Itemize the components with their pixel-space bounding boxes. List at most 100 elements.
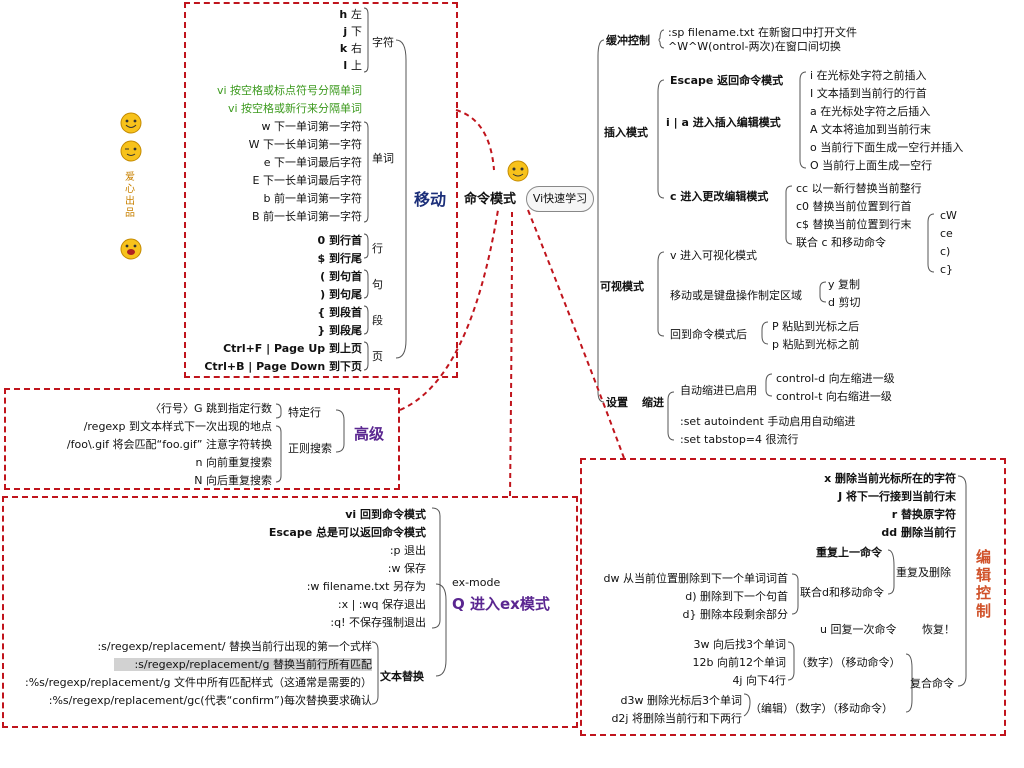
label-char: 字符 xyxy=(372,36,394,49)
insert-a: a 在光标处字符之后插入 xyxy=(810,105,931,118)
edit-dd: dd 删除当前行 xyxy=(881,526,956,539)
edit-J: J 将下一行接到当前行末 xyxy=(838,490,956,503)
combo-c-brace: c} xyxy=(940,263,954,276)
move-B: B 前一长单词第一字符 xyxy=(251,210,362,223)
advanced-title: 高级 xyxy=(354,425,385,443)
move-e: e 下一单词最后字符 xyxy=(263,156,362,169)
move-para-start: { 到段首 xyxy=(317,306,362,319)
settings-ctrl-t: control-t 向右缩进一级 xyxy=(776,390,892,403)
ex-mode-label: ex-mode xyxy=(452,576,501,589)
move-sentence-start: ( 到句首 xyxy=(320,270,362,283)
ex-title: Q 进入ex模式 xyxy=(452,595,550,613)
insert-escape: Escape 返回命令模式 xyxy=(670,74,784,87)
insert-c-combine: 联合 c 和移动命令 xyxy=(796,236,887,249)
insert-c-dollar: c$ 替换当前位置到行末 xyxy=(796,218,912,231)
combo-ce: ce xyxy=(940,227,953,240)
label-word: 单词 xyxy=(372,152,394,165)
edit-dw: dw 从当前位置删除到下一个单词词首 xyxy=(603,572,788,585)
label-regex: 正则搜索 xyxy=(288,442,332,455)
label-para: 段 xyxy=(372,314,383,327)
wink-emoji-icon xyxy=(120,140,142,162)
buffer-switch: ^W^W(ontrol-两次)在窗口间切换 xyxy=(668,40,841,53)
move-W: W 下一长单词第一字符 xyxy=(248,138,362,151)
center-title: 命令模式 xyxy=(464,192,517,207)
move-b: b 前一单词第一字符 xyxy=(263,192,362,205)
edit-combine-d: 联合d和移动命令 xyxy=(800,586,884,599)
edit-box xyxy=(580,458,1006,736)
ex-box xyxy=(2,496,578,728)
move-word-sep-2: vi 按空格或新行来分隔单词 xyxy=(227,102,362,115)
label-page: 页 xyxy=(372,350,383,363)
edit-title: 编辑控制 xyxy=(976,548,992,620)
edit-d-brace: d} 删除本段剩余部分 xyxy=(682,608,788,621)
label-line: 行 xyxy=(372,242,383,255)
move-page-up: Ctrl+F | Page Up 到上页 xyxy=(223,342,362,355)
visual-back: 回到命令模式后 xyxy=(670,328,747,341)
move-E: E 下一长单词最后字符 xyxy=(252,174,362,187)
settings-tabstop: :set tabstop=4 很流行 xyxy=(680,433,799,446)
insert-cc: cc 以一新行替换当前整行 xyxy=(796,182,922,195)
ex-p-quit: :p 退出 xyxy=(389,544,426,557)
move-h: h 左 xyxy=(339,8,362,21)
settings-ctrl-d: control-d 向左缩进一级 xyxy=(776,372,895,385)
visual-p: p 粘贴到光标之前 xyxy=(772,338,860,351)
visual-P: P 粘贴到光标之后 xyxy=(772,320,860,333)
adv-goto-line: 〈行号〉G 跳到指定行数 xyxy=(149,402,272,415)
ex-x-wq: :x | :wq 保存退出 xyxy=(337,598,426,611)
ex-w-saveas: :w filename.txt 另存为 xyxy=(306,580,426,593)
move-sentence-end: ) 到句尾 xyxy=(320,288,362,301)
edit-d2j: d2j 将删除当前行和下两行 xyxy=(611,712,742,725)
edit-combo: 复合命令 xyxy=(910,677,954,690)
ex-escape: Escape 总是可以返回命令模式 xyxy=(268,526,426,539)
center-emoji-icon xyxy=(507,160,529,182)
edit-4j: 4j 向下4行 xyxy=(732,674,786,687)
edit-repeat: 重复上一命令 xyxy=(816,546,882,559)
combo-c-paren: c) xyxy=(940,245,951,258)
buffer-sp: :sp filename.txt 在新窗口中打开文件 xyxy=(668,26,857,39)
adv-escape-note: /foo\.gif 将会匹配“foo.gif” 注意字符转换 xyxy=(66,438,272,451)
ex-replace-3: :%s/regexp/replacement/g 文件中所有匹配样式（这通常是需… xyxy=(25,676,372,689)
insert-ia: i | a 进入插入编辑模式 xyxy=(666,116,781,129)
adv-regex-search: /regexp 到文本样式下一次出现的地点 xyxy=(83,420,272,433)
edit-undo: u 回复一次命令 xyxy=(820,623,897,636)
edit-restore: 恢复！ xyxy=(922,623,955,636)
ex-w-save: :w 保存 xyxy=(387,562,426,575)
edit-r: r 替换原字符 xyxy=(891,508,956,521)
buffer-label: 缓冲控制 xyxy=(606,34,650,47)
move-page-down: Ctrl+B | Page Down 到下页 xyxy=(204,360,362,373)
edit-x: x 删除当前光标所在的字符 xyxy=(824,472,956,485)
move-k: k 右 xyxy=(339,42,362,55)
insert-label: 插入模式 xyxy=(604,126,648,139)
adv-N-backward: N 向后重复搜索 xyxy=(194,474,272,487)
move-box xyxy=(184,2,458,378)
center-subtitle: Vi快速学习 xyxy=(526,186,594,212)
move-line-start: 0 到行首 xyxy=(317,234,362,247)
settings-indent-label: 缩进 xyxy=(642,396,664,409)
combo-cW: cW xyxy=(940,209,957,222)
insert-I: I 文本插到当前行的行首 xyxy=(810,87,927,100)
ex-replace-2: :s/regexp/replacement/g 替换当前行所有匹配 xyxy=(114,658,372,671)
adv-n-forward: n 向前重复搜索 xyxy=(195,456,272,469)
laugh-emoji-icon xyxy=(120,238,142,260)
move-j: j 下 xyxy=(343,25,362,38)
visual-label: 可视模式 xyxy=(600,280,644,293)
visual-v: v 进入可视化模式 xyxy=(670,249,758,262)
settings-autoindent: :set autoindent 手动启用自动缩进 xyxy=(680,415,856,428)
move-line-end: $ 到行尾 xyxy=(317,252,362,265)
visual-d: d 剪切 xyxy=(828,296,861,309)
label-goto: 特定行 xyxy=(288,406,321,419)
insert-c0: c0 替换当前位置到行首 xyxy=(796,200,912,213)
ex-replace-4: :%s/regexp/replacement/gc(代表“confirm”)每次… xyxy=(48,694,372,707)
settings-auto: 自动缩进已启用 xyxy=(680,384,757,397)
visual-keyboard: 移动或是键盘操作制定区域 xyxy=(670,289,802,302)
insert-O: O 当前行上面生成一空行 xyxy=(810,159,933,172)
label-sentence: 句 xyxy=(372,278,383,291)
edit-num-move: （数字）（移动命令） xyxy=(796,656,901,669)
insert-o: o 当前行下面生成一空行并插入 xyxy=(810,141,964,154)
edit-12b: 12b 向前12个单词 xyxy=(692,656,786,669)
edit-3w: 3w 向后找3个单词 xyxy=(693,638,787,651)
side-note: 爱心出品 xyxy=(125,172,135,219)
edit-edit-num-move: （编辑）（数字）（移动命令） xyxy=(750,702,893,715)
settings-label: 设置 xyxy=(606,396,628,409)
move-word-sep-1: vi 按空格或标点符号分隔单词 xyxy=(216,84,362,97)
